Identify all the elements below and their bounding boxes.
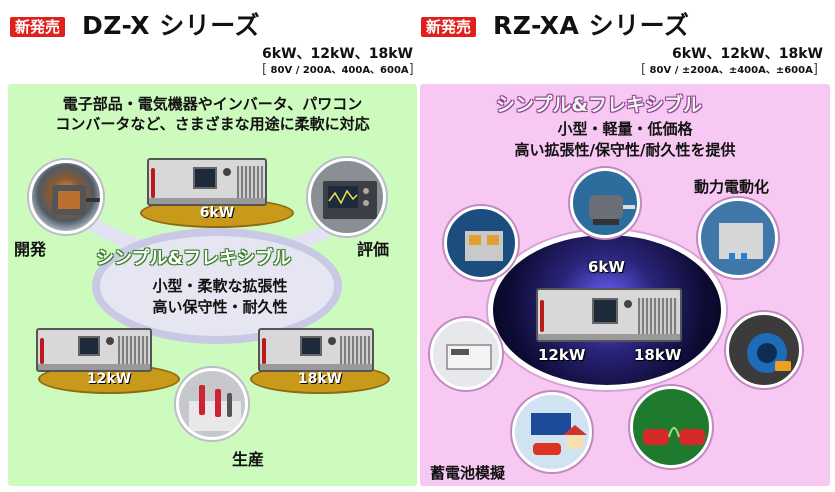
left-headline-2: コンバータなど、さまざまな用途に柔軟に対応 xyxy=(55,115,370,133)
power-supply-12kw-left xyxy=(36,328,152,372)
label-ev: 動力電動化 xyxy=(694,178,770,196)
spec-text-right: 80V / ±200A、±400A、±600A xyxy=(646,65,813,76)
inverter-circle xyxy=(698,198,778,278)
series-title-right: RZ-XA シリーズ xyxy=(493,11,690,40)
converter-icon xyxy=(465,231,503,261)
converter-circle xyxy=(444,206,518,280)
label-6kw-left: 6kW xyxy=(199,205,235,221)
spec-right: [ 80V / ±200A、±400A、±600A] xyxy=(641,61,818,77)
power-ratings-right: 6kW、12kW、18kW xyxy=(672,46,823,62)
production-photo xyxy=(176,368,248,440)
new-release-badge-right: 新発売 xyxy=(421,17,477,37)
label-development: 開発 xyxy=(14,240,47,259)
development-photo xyxy=(29,160,103,234)
center-ellipse-left xyxy=(92,228,342,344)
center-text-1-left: 小型・柔軟な拡張性 xyxy=(152,277,288,295)
label-storage: 蓄電池模擬 xyxy=(430,464,506,482)
spec-left: [ 80V / 200A、400A、600A] xyxy=(262,61,414,77)
power-supply-6kw-left xyxy=(147,158,267,206)
label-12kw-right: 12kW xyxy=(538,346,586,364)
battery-icon xyxy=(446,344,492,370)
right-line-1: 小型・軽量・低価格 xyxy=(557,120,693,138)
label-18kw-right: 18kW xyxy=(634,346,682,364)
oscilloscope-icon xyxy=(323,181,377,219)
power-supply-18kw-left xyxy=(258,328,374,372)
bracket-close: ] xyxy=(812,62,818,77)
car-charging-icon xyxy=(643,427,705,445)
new-release-badge-left: 新発売 xyxy=(10,17,66,37)
simple-flexible-title-left: シンプル&フレキシブル xyxy=(96,248,292,269)
power-supply-right xyxy=(536,288,682,342)
solar-house-circle xyxy=(512,392,592,472)
simple-flexible-title-right: シンプル&フレキシブル xyxy=(496,94,702,116)
solar-panel-icon xyxy=(531,413,587,455)
tools-icon xyxy=(189,385,241,431)
spec-text-left: 80V / 200A、400A、600A xyxy=(267,65,409,76)
ev-plug-icon xyxy=(747,333,791,373)
bracket-open: [ xyxy=(262,62,268,77)
right-line-2: 高い拡張性/保守性/耐久性を提供 xyxy=(514,141,736,159)
evaluation-photo xyxy=(308,158,386,236)
label-evaluation: 評価 xyxy=(357,240,390,259)
label-12kw-left: 12kW xyxy=(86,371,132,387)
left-headline-1: 電子部品・電気機器やインバータ、パワコン xyxy=(62,95,363,113)
bracket-close: ] xyxy=(408,62,414,77)
battery-circle xyxy=(430,318,502,390)
label-production: 生産 xyxy=(232,450,265,469)
motor-icon xyxy=(589,195,635,225)
motor-circle xyxy=(570,168,640,238)
label-18kw-left: 18kW xyxy=(297,371,343,387)
bracket-open: [ xyxy=(641,62,647,77)
v2v-circle xyxy=(630,386,712,468)
ev-charger-circle xyxy=(726,312,802,388)
center-text-2-left: 高い保守性・耐久性 xyxy=(152,298,288,316)
inverter-box-icon xyxy=(719,223,763,261)
motor-icon xyxy=(52,185,100,215)
series-title-left: DZ-X シリーズ xyxy=(82,11,261,40)
label-6kw-right: 6kW xyxy=(588,258,625,276)
power-ratings-left: 6kW、12kW、18kW xyxy=(262,46,413,62)
